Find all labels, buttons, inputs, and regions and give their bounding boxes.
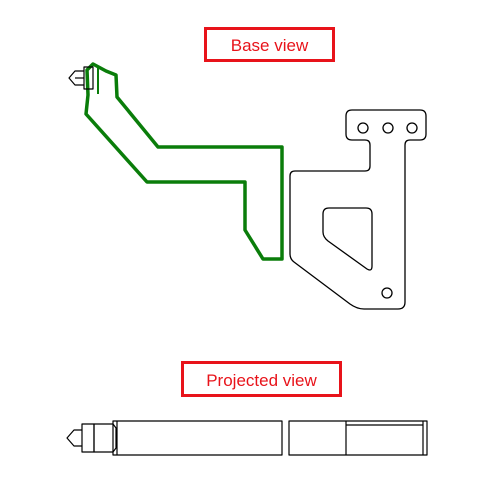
highlighted-bar-outline	[84, 62, 284, 261]
base-view-tip-fitting	[68, 66, 94, 90]
projected-bar-segment-1	[112, 420, 283, 456]
bracket-plate-outline	[289, 109, 427, 310]
projected-view-callout: Projected view	[181, 361, 342, 397]
projected-view-label: Projected view	[206, 371, 317, 390]
base-view-tip-cone	[68, 70, 84, 86]
base-view-label: Base view	[231, 36, 309, 55]
base-view-callout-box	[204, 27, 335, 62]
mounting-hole-4	[381, 287, 393, 299]
triangular-cutout	[322, 207, 373, 271]
projected-view	[66, 420, 428, 456]
projected-view-callout-box	[181, 361, 342, 397]
mounting-hole-2	[382, 122, 394, 134]
mounting-hole-1	[357, 122, 369, 134]
projected-tip-collar	[81, 423, 95, 453]
base-view-callout: Base view	[204, 27, 335, 62]
projected-tip-cone	[66, 429, 82, 447]
projected-bar-segment-2	[288, 420, 428, 456]
mounting-hole-3	[406, 122, 418, 134]
bracket-plate	[289, 109, 427, 310]
highlighted-bar-part	[84, 62, 284, 261]
